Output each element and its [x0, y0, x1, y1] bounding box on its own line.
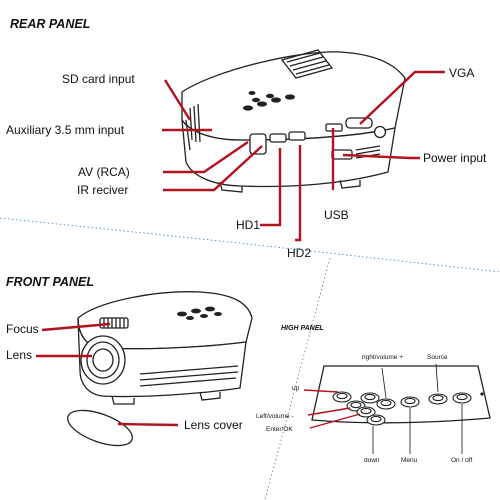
rear-projector-illustration	[181, 49, 406, 193]
label-focus: Focus	[6, 322, 39, 336]
lens-cover-illustration	[67, 409, 133, 447]
label-av-rca: AV (RCA)	[78, 165, 130, 179]
label-up: up	[292, 385, 300, 392]
front-panel-title: FRONT PANEL	[6, 275, 94, 289]
label-down: down	[364, 457, 380, 464]
rear-panel-title: REAR PANEL	[10, 17, 90, 31]
label-source: Source	[427, 354, 448, 361]
label-hd2: HD2	[287, 246, 311, 260]
high-panel-title: HIGH PANEL	[281, 325, 324, 332]
label-sd-card-input: SD card input	[62, 72, 135, 86]
label-ir-receiver: IR reciver	[77, 183, 128, 197]
label-hd1: HD1	[236, 218, 260, 232]
high-panel-leader-lines	[303, 363, 463, 454]
front-leader-lines	[36, 322, 179, 427]
label-left-volume-minus: Left/volume -	[256, 413, 294, 420]
front-projector-illustration	[77, 291, 253, 405]
label-usb: USB	[324, 208, 349, 222]
label-lens: Lens	[6, 348, 32, 362]
label-menu: Menu	[401, 457, 418, 464]
label-auxiliary-input: Auxiliary 3.5 mm input	[6, 123, 125, 137]
label-power-input: Power input	[423, 151, 487, 165]
rear-leader-lines	[162, 70, 445, 242]
label-enter-ok: Enter/OK	[266, 426, 293, 433]
label-right-volume-plus: right/volume +	[362, 354, 403, 361]
label-vga: VGA	[449, 66, 474, 80]
panel-dividers	[0, 217, 500, 500]
high-panel-illustration	[311, 365, 491, 426]
label-lens-cover: Lens cover	[184, 418, 243, 432]
label-on-off: On / off	[451, 457, 472, 464]
